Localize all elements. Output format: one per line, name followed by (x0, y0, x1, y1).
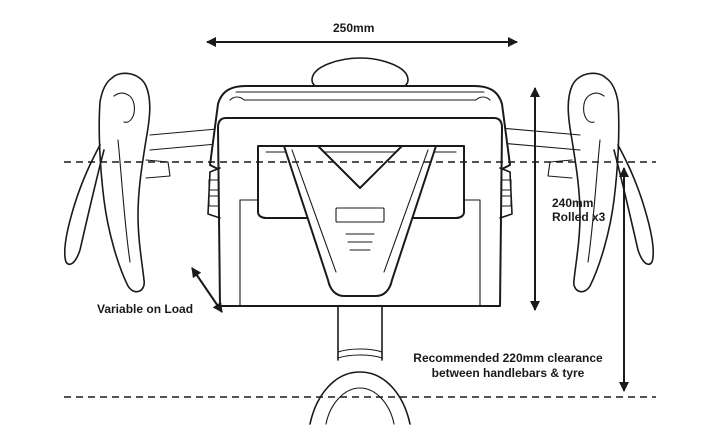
variable-load-label: Variable on Load (97, 302, 194, 316)
height-sublabel: Rolled x3 (552, 210, 606, 224)
v-strap (283, 145, 437, 297)
variable-load-arrow (191, 267, 223, 313)
left-buckle (207, 167, 221, 219)
width-label: 250mm (333, 21, 375, 35)
height-label: 240mm (552, 196, 594, 210)
bag-label-window (335, 207, 385, 223)
clearance-sublabel: between handlebars & tyre (431, 366, 585, 380)
right-buckle (499, 167, 513, 219)
tyre (309, 371, 411, 425)
right-brake-lever (547, 72, 655, 293)
head-tube (337, 305, 383, 361)
clearance-label: Recommended 220mm clearance (413, 351, 603, 365)
handlebar-bag (207, 85, 513, 307)
left-brake-lever (63, 72, 171, 293)
